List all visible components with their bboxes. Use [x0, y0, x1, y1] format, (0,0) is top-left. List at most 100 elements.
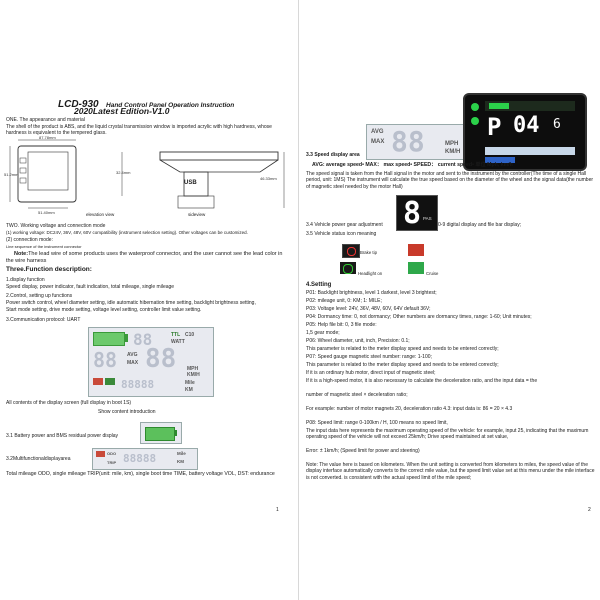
panel-seg-gear: 88 — [93, 348, 118, 372]
section-4-heading: 4.Setting — [306, 282, 332, 288]
page-divider — [298, 0, 299, 600]
device-status-led — [471, 117, 479, 125]
battery-display-diagram — [140, 422, 182, 444]
section-3-2-body: Total mileage ODO, single mileage TRIP(u… — [6, 471, 275, 477]
brake-icon — [93, 378, 103, 385]
mini-label-odo: ODO — [107, 451, 117, 456]
device-top-bar — [485, 101, 575, 111]
depth-dimension: 32.4mm — [116, 170, 131, 175]
section-two-note: Note:The lead wire of some products uses… — [6, 251, 283, 264]
setting-error: Error: ± 1km/h; (Speed limit for power a… — [306, 448, 420, 454]
gear-digit: 8 — [403, 196, 422, 231]
brake-status-icon — [342, 244, 360, 258]
section-one-heading: ONE. The appearance and material — [6, 117, 85, 123]
panel-caption: All contents of the display screen (full… — [6, 400, 132, 406]
brake-status-icon-red — [408, 244, 424, 256]
setting-p07: P07: Speed gauge magnetic steel number: … — [306, 354, 432, 360]
setting-p07b: This parameter is related to the meter d… — [306, 362, 499, 368]
section-3-3-heading: 3.3 Speed display area — [306, 152, 360, 158]
panel-seg-top: 88 — [133, 330, 153, 349]
function-3-heading: 3.Communication protocol: UART — [6, 317, 81, 323]
setting-p08: P08: Speed limit: range 0-100km / H, 100… — [306, 420, 448, 426]
left-page-number: 1 — [276, 507, 279, 513]
battery-level-icon — [145, 427, 175, 441]
device-speed-digits: 04 — [513, 113, 540, 138]
side-caption: sideview — [188, 212, 206, 217]
right-page: AVG MAX 88 MPH KM/H P 04 6 3.3 Speed dis… — [300, 0, 600, 600]
section-3-1-heading: 3.1 Battery power and BMS residual power… — [6, 433, 119, 439]
function-2-body-2: Start mode setting, drive mode setting, … — [6, 307, 202, 313]
inner-width-dimension: 51.40mm — [38, 210, 55, 215]
panel-label-kmh: KM/H — [187, 372, 200, 378]
panel-label-avg: AVG — [127, 352, 138, 358]
headlight-status-glyph — [343, 264, 353, 274]
section-two-connection: (2) connection mode: — [6, 237, 53, 243]
panel-label-max: MAX — [127, 360, 139, 366]
total-depth-dimension: 46.33mm — [260, 176, 277, 181]
device-pas-mode: P — [487, 113, 502, 141]
battery-level-terminal — [174, 430, 177, 436]
section-one-body: The shell of the product is ABS, and the… — [6, 124, 272, 137]
multifunction-display-diagram: ODO TRIP 88888 Mile KM — [92, 448, 198, 470]
panel-label-km: KM — [185, 387, 193, 393]
setting-p03: P03: Voltage level: 24V, 36V, 48V, 60V, … — [306, 306, 431, 312]
height-dimension: 51.2mm — [4, 172, 19, 177]
setting-p02: P02: mileage unit, 0: KM; 1: MILE; — [306, 298, 382, 304]
headlight-status-icon — [340, 262, 356, 274]
mini-label-mile: Mile — [177, 451, 186, 456]
brake-tip-label: Brake tip — [360, 250, 377, 255]
speed-label-avg: AVG — [371, 129, 384, 135]
cruise-icon — [105, 378, 115, 385]
headlight-label: Headlight on — [358, 271, 383, 276]
device-power-led — [471, 103, 479, 111]
device-speed-decimal: 6 — [553, 117, 561, 132]
setting-p06b: This parameter is related to the meter d… — [306, 346, 499, 352]
cruise-label: Cruise — [426, 271, 439, 276]
section-3-5-heading: 3.5 Vehicle status icon meaning — [306, 231, 377, 237]
mini-label-trip: TRIP — [107, 460, 117, 465]
elevation-caption: elevation view — [86, 212, 115, 217]
mini-seg-odo: 88888 — [123, 452, 157, 465]
panel-seg-odo: 88888 — [121, 378, 155, 391]
full-display-panel: 88 TTL C10 WATT 88 AVG MAX 88 MPH KM/H 8… — [88, 327, 214, 397]
panel-subcaption: Show content introduction — [98, 409, 156, 415]
device-odo-bar — [485, 147, 575, 155]
panel-label-mph: MPH — [187, 366, 199, 372]
device-photo: P 04 6 — [463, 93, 587, 171]
battery-terminal — [125, 334, 128, 342]
section-3-4-heading: 3.4 Vehicle power gear adjustment — [306, 222, 383, 228]
setting-p05b: 1,5 gear mode; — [306, 330, 340, 336]
speed-label-mph: MPH — [445, 141, 459, 147]
panel-label-ttl: TTL — [171, 332, 181, 338]
panel-label-c10: C10 — [185, 332, 195, 338]
left-page: LCD-930 Hand Control Panel Operation Ins… — [0, 0, 298, 600]
speed-seg: 88 — [391, 125, 425, 158]
setting-p06: P06: Wheel diameter, unit, inch, Precisi… — [306, 338, 410, 344]
section-two-line-sequence: Line sequence of the instrument connecto… — [6, 244, 82, 249]
setting-note: Note: The value here is based on kilomet… — [306, 462, 595, 481]
setting-p01: P01: Backlight brightness, level 1 darke… — [306, 290, 437, 296]
panel-label-mile: Mile — [185, 380, 195, 386]
setting-p08b: The input data here represents the maxim… — [306, 428, 589, 441]
section-3-3-legend: AVG: average speed• MAX： max speed• SPEE… — [312, 162, 513, 168]
setting-p07e: number of magnetic steel × deceleration … — [306, 392, 408, 398]
setting-p05: P05: Help file bit: 0, 3 file mode: — [306, 322, 377, 328]
mini-label-km: KM — [177, 459, 184, 464]
speed-area-diagram: AVG MAX 88 MPH KM/H — [366, 124, 472, 160]
speed-label-max: MAX — [371, 139, 385, 145]
gear-digit-diagram: 8 PAS — [396, 195, 438, 231]
section-two-heading: TWO. Working voltage and connection mode — [6, 223, 106, 229]
gear-pas-label: PAS — [423, 216, 432, 221]
document-title: LCD-930 Hand Control Panel Operation Ins… — [58, 99, 235, 110]
front-view-drawing: 87.78mm 51.2mm 51.40mm — [4, 135, 77, 215]
usb-label: USB — [184, 180, 197, 186]
function-2-heading: 2.Control, setting up functions — [6, 293, 73, 299]
device-mode-bar — [485, 157, 515, 163]
setting-example: For example: number of motor magnets 20,… — [306, 406, 513, 412]
setting-p04: P04: Dormancy time: 0, not dormancy; Oth… — [306, 314, 532, 320]
section-two-voltage: (1) working voltage: DC24V, 36V, 48V, 60… — [6, 230, 248, 235]
section-3-3-body: The speed signal is taken from the Hall … — [306, 171, 594, 190]
battery-icon — [93, 332, 125, 346]
document-edition: 2020Latest Edition-V1.0 — [74, 106, 170, 116]
right-page-number: 2 — [588, 507, 591, 513]
